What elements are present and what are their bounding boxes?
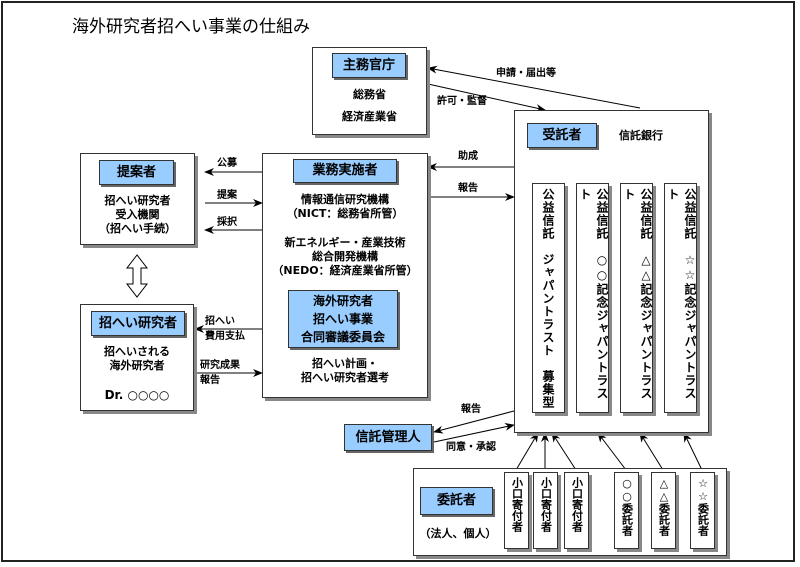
entrustors-sub: （法人、個人） <box>419 527 497 540</box>
proposer-box: 提案者 招へい研究者 受入機関 （招へい手続） <box>80 153 195 245</box>
entrustor-item: 小口寄付者 <box>533 472 558 549</box>
trustee-name: 信託銀行 <box>619 129 663 142</box>
entrustor-item: ○○委託者 <box>614 472 639 549</box>
implementer-line: （NEDO：経済産業省所管） <box>272 264 418 277</box>
ministry-header: 主務官庁 <box>332 53 406 78</box>
entrustor-item: 小口寄付者 <box>564 472 589 549</box>
committee-box: 海外研究者 招へい事業 合同審議委員会 <box>288 290 398 348</box>
label-consent: 同意・承認 <box>446 442 496 453</box>
label-subsidy: 助成 <box>458 151 478 162</box>
researcher-header: 招へい研究者 <box>91 311 185 336</box>
implementer-line: 新エネルギー・産業技術 <box>284 236 406 249</box>
diagram-title: 海外研究者招へい事業の仕組み <box>72 17 310 37</box>
researcher-name: Dr. ○○○○ <box>104 388 170 402</box>
label-report: 報告 <box>458 183 478 194</box>
trust-column: 公益信託 △△記念ジャパントラスト <box>620 183 653 413</box>
trustee-header: 受託者 <box>527 123 597 148</box>
implementer-header: 業務実施者 <box>293 159 397 183</box>
implementer-line: 情報通信研究機構 <box>301 193 389 206</box>
trust-column: 公益信託 ○○記念ジャパントラスト <box>576 183 609 413</box>
ministry-line-2: 経済産業省 <box>342 110 397 123</box>
label-payment: 費用支払 <box>205 331 245 342</box>
implementer-footer: 招へい計画・ <box>312 357 378 370</box>
entrustor-item: △△委託者 <box>651 472 676 549</box>
trust-manager-box: 信託管理人 <box>344 424 432 451</box>
label-application: 申請・届出等 <box>496 68 556 79</box>
label-proposal: 提案 <box>217 190 237 201</box>
trust-column: 公益信託 ☆☆記念ジャパントラスト <box>664 183 697 413</box>
label-recruit: 公募 <box>217 158 237 169</box>
proposer-line: 受入機関 <box>115 208 160 221</box>
researcher-line: 招へいされる <box>104 345 170 358</box>
label-manager-report: 報告 <box>461 404 481 415</box>
proposer-header: 提案者 <box>99 160 174 185</box>
implementer-line: （NICT：総務省所管） <box>286 207 404 220</box>
label-permission: 許可・監督 <box>437 96 487 107</box>
entrustor-item: 小口寄付者 <box>504 472 529 549</box>
researcher-line: 海外研究者 <box>109 359 165 372</box>
entrustor-item: ☆☆委託者 <box>690 472 715 549</box>
label-results: 研究成果 <box>200 360 240 371</box>
label-adoption: 採択 <box>217 217 237 228</box>
label-results: 報告 <box>200 375 220 386</box>
trust-column: 公益信託 ジャパントラスト 募集型 <box>532 183 565 413</box>
ministry-box: 主務官庁 総務省 経済産業省 <box>312 47 427 135</box>
implementer-footer: 招へい研究者選考 <box>301 371 389 384</box>
label-payment: 招へい <box>205 316 235 327</box>
proposer-line: 招へい研究者 <box>104 194 171 207</box>
implementer-box: 業務実施者 情報通信研究機構 （NICT：総務省所管） 新エネルギー・産業技術 … <box>262 153 428 398</box>
entrustors-header: 委託者 <box>420 487 493 515</box>
ministry-line-1: 総務省 <box>353 88 386 101</box>
implementer-line: 総合開発機構 <box>312 250 378 263</box>
proposer-line: （招へい手続） <box>99 222 176 235</box>
researcher-box: 招へい研究者 招へいされる 海外研究者 Dr. ○○○○ <box>80 304 194 411</box>
